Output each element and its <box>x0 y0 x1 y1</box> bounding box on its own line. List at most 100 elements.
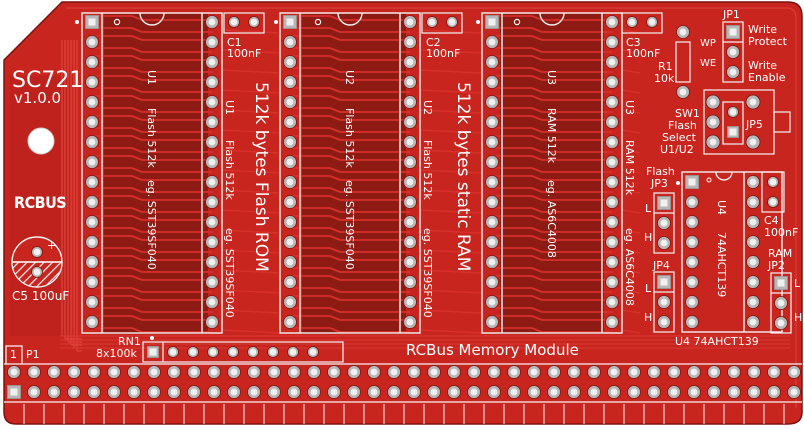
jp2-pad-drill <box>777 299 785 307</box>
trace <box>290 287 410 293</box>
p1-pad-drill <box>50 388 58 396</box>
p1-pad-drill <box>790 368 798 376</box>
u2-pin-right-drill <box>406 158 414 166</box>
rn1-pad-drill <box>249 348 257 356</box>
rn1-value: 8x100k <box>96 347 138 360</box>
u3-pin-left-drill <box>488 78 496 86</box>
u2-pin-left-drill <box>286 118 294 126</box>
p1-pad-drill <box>130 368 138 376</box>
p1-pad-drill <box>70 388 78 396</box>
trace <box>492 167 612 173</box>
rn1-pin1-marker <box>150 336 154 340</box>
trace <box>419 329 483 334</box>
u2-pin-right-drill <box>406 298 414 306</box>
u1-pin-right-drill <box>208 258 216 266</box>
trace <box>290 155 410 161</box>
u1-pin-right-drill <box>208 138 216 146</box>
p1-pad-drill <box>430 368 438 376</box>
u4-pin-right-drill <box>749 318 757 326</box>
p1-pad-drill <box>170 388 178 396</box>
u1-pin-left-drill <box>88 178 96 186</box>
p1-pad-drill <box>90 368 98 376</box>
p1-pad-drill <box>690 388 698 396</box>
jp1-wp-desc-1: Write <box>748 23 777 36</box>
u3-pin-left-drill <box>488 118 496 126</box>
trace <box>621 209 641 214</box>
sw1-pad-drill <box>709 138 717 146</box>
trace <box>290 195 410 201</box>
u2-pin-left-drill <box>286 258 294 266</box>
trace <box>92 235 212 241</box>
trace <box>419 49 483 54</box>
rn1-pad-drill <box>169 348 177 356</box>
p1-pad-drill <box>570 388 578 396</box>
u2-pin-left-drill <box>286 18 294 26</box>
trace <box>621 169 641 174</box>
sw1-pad-drill <box>749 98 757 106</box>
u3-pin-left-drill <box>488 38 496 46</box>
trace <box>492 55 612 61</box>
u1-pin-right-drill <box>208 298 216 306</box>
u3-pin-right-drill <box>608 278 616 286</box>
u2-copper-area <box>302 14 406 334</box>
u3-pin-left-drill <box>488 198 496 206</box>
u4-pin-left-drill <box>688 278 696 286</box>
u1-pin-left-drill <box>88 258 96 266</box>
trace <box>92 315 212 321</box>
trace <box>419 249 483 254</box>
trace <box>290 315 410 321</box>
p1-pad-drill <box>30 368 38 376</box>
u3-pin-left-drill <box>488 158 496 166</box>
u4-bottom-label: U4 74AHCT139 <box>675 335 759 348</box>
u1-pin-left-drill <box>88 218 96 226</box>
jp3-outline <box>653 192 675 254</box>
p1-pad-drill <box>190 368 198 376</box>
p1-pad-drill <box>70 368 78 376</box>
trace <box>492 267 612 273</box>
trace <box>419 109 483 114</box>
trace <box>290 47 410 53</box>
rn1-pad-drill <box>269 348 277 356</box>
jp4-l: L <box>645 282 652 295</box>
u3-silk-part: eg. AS6C4008 <box>545 180 558 258</box>
u2-silk-ref: U2 <box>343 70 356 85</box>
u3-pin-left-drill <box>488 298 496 306</box>
trace <box>492 307 612 313</box>
jp2-outline <box>770 272 792 334</box>
trace <box>290 115 410 121</box>
capacitor-pad-drill <box>448 18 456 26</box>
trace <box>92 327 212 333</box>
board-name: SC721 <box>12 68 83 93</box>
trace <box>492 107 612 113</box>
jp1-we-desc-1: Write <box>748 59 777 72</box>
trace <box>492 75 612 81</box>
trace <box>92 115 212 121</box>
trace <box>92 75 212 81</box>
u2-pin-right-drill <box>406 178 414 186</box>
u3-pin-left-drill <box>488 98 496 106</box>
u4-pin-left-drill <box>688 238 696 246</box>
trace <box>419 169 483 174</box>
u2-silk-part: eg. SST39SF040 <box>343 180 356 270</box>
u4-pin-right-drill <box>749 218 757 226</box>
trace <box>419 69 483 74</box>
trace <box>92 107 212 113</box>
rn1-pad-drill <box>189 348 197 356</box>
p1-pad-drill <box>290 388 298 396</box>
u1-pin-right-drill <box>208 278 216 286</box>
u1-pin-left-drill <box>88 158 96 166</box>
u1-pin-left-drill <box>88 318 96 326</box>
c3-ref: C3 <box>626 36 641 49</box>
jp5-ref: JP5 <box>745 118 763 131</box>
capacitor-pad-drill <box>628 18 636 26</box>
u3-pin-right-drill <box>608 98 616 106</box>
p1-pad-drill <box>530 388 538 396</box>
p1-pad-drill <box>730 388 738 396</box>
u3-side-ref: U3 <box>623 100 636 115</box>
c4-outline <box>761 171 785 213</box>
trace <box>492 67 612 73</box>
trace <box>492 215 612 221</box>
u4-silk-part: 74AHCT139 <box>715 232 728 297</box>
p1-pad-drill <box>330 368 338 376</box>
p1-pad-drill <box>790 388 798 396</box>
